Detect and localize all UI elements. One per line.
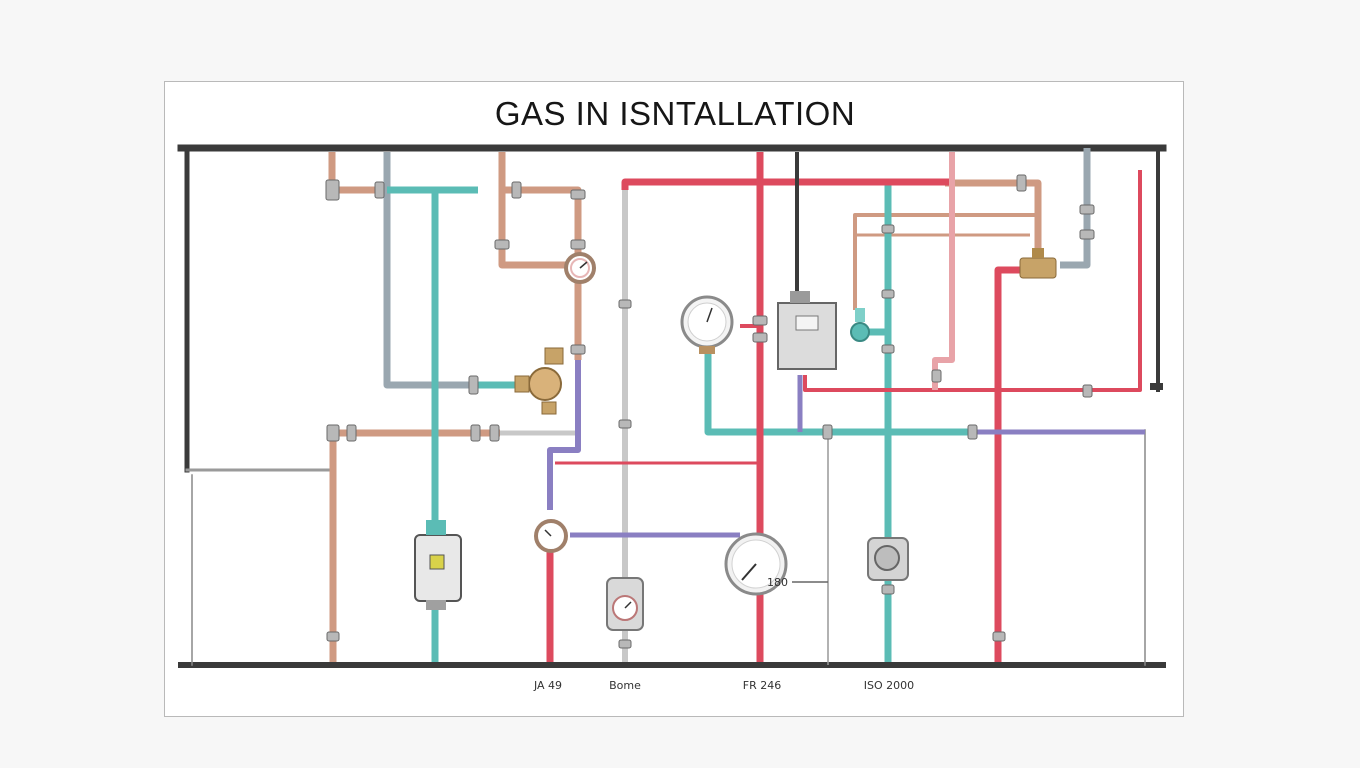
- valve-icon: [850, 308, 870, 342]
- bottom-label-3: FR 246: [743, 679, 781, 692]
- fitting: [881, 584, 895, 595]
- copper-pipe-top-right: [945, 179, 1042, 265]
- fitting: [346, 424, 357, 442]
- purple-pipe-left: [547, 360, 581, 510]
- fitting: [752, 315, 768, 326]
- fitting: [992, 631, 1006, 642]
- fitting: [1016, 174, 1027, 192]
- side-value-label: 180: [767, 576, 788, 589]
- gray-pipe-left: [383, 152, 470, 389]
- pressure-gauge-icon: [534, 519, 568, 553]
- bottom-label-1: JA 49: [533, 679, 562, 692]
- fitting: [326, 631, 340, 642]
- bottom-label-2: Bome: [609, 679, 641, 692]
- red-pipe-right: [994, 266, 1030, 662]
- frame-pipes: [177, 144, 1167, 668]
- fitting: [1079, 229, 1095, 240]
- copper-pipe-upper-loop: [498, 152, 570, 269]
- pressure-gauge-icon: [680, 295, 734, 354]
- fitting: [822, 424, 833, 440]
- fitting: [494, 239, 510, 250]
- bottom-label-4: ISO 2000: [864, 679, 914, 692]
- right-frame-cap: [1150, 383, 1163, 390]
- fitting: [1082, 384, 1093, 398]
- fitting: [325, 179, 340, 201]
- fitting: [489, 424, 500, 442]
- fitting: [752, 332, 768, 343]
- pump-valve-icon: [514, 347, 564, 415]
- fitting: [881, 289, 895, 299]
- fitting: [618, 299, 632, 309]
- gauge-mount: [699, 346, 715, 354]
- gas-meter-icon: [606, 577, 644, 631]
- diagram-title: GAS IN ISNTALLATION: [494, 95, 856, 132]
- fitting: [570, 189, 586, 200]
- fitting: [570, 344, 586, 355]
- fitting: [881, 224, 895, 234]
- fitting: [618, 639, 632, 649]
- fitting: [967, 424, 978, 440]
- fitting: [511, 181, 522, 199]
- fitting: [881, 344, 895, 354]
- fitting: [931, 369, 942, 383]
- gas-meter-box-icon: [414, 520, 462, 610]
- copper-pipe-right-branch: [853, 213, 1040, 310]
- pressure-gauge-icon: [724, 532, 788, 596]
- red-pipe-top: [621, 178, 950, 190]
- pressure-regulator-icon: [867, 537, 909, 581]
- fitting: [618, 419, 632, 429]
- gray-pipe-right: [1060, 148, 1091, 269]
- pipe-fittings: [325, 174, 1095, 649]
- fitting: [374, 181, 385, 199]
- fitting: [570, 239, 586, 250]
- valve-icon: [1019, 248, 1057, 279]
- pink-pipe-right: [932, 152, 955, 390]
- fitting: [470, 424, 481, 442]
- fitting: [1079, 204, 1095, 215]
- fitting: [326, 424, 340, 442]
- control-box-icon: [777, 291, 837, 370]
- pressure-gauge-icon: [564, 252, 596, 284]
- red-pipe-return: [803, 170, 1142, 392]
- fitting: [468, 375, 479, 395]
